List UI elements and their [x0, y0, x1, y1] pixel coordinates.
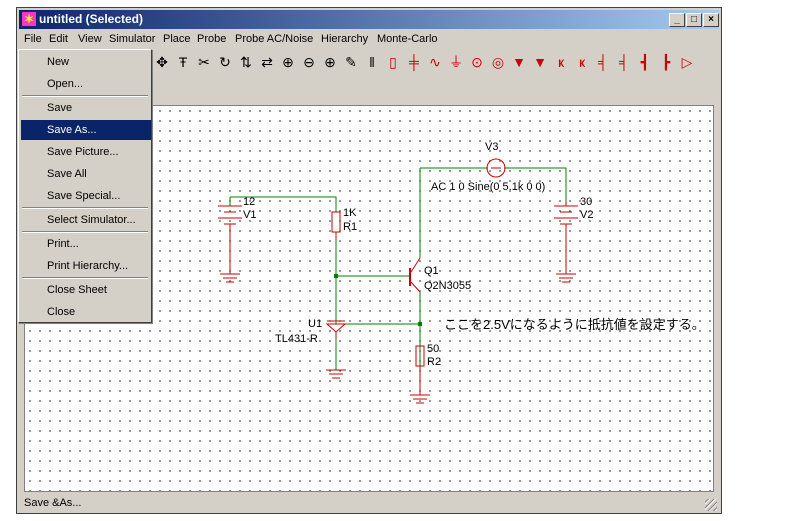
ground-icon[interactable]: ⏚ [449, 54, 463, 70]
menu-item-save-all[interactable]: Save All [47, 168, 87, 180]
wire-icon[interactable]: ✎ [345, 54, 357, 70]
resistor-r1 [331, 211, 341, 233]
menu-item-save-special[interactable]: Save Special... [47, 190, 121, 202]
menu-place[interactable]: Place [163, 33, 191, 45]
menu-item-save-picture[interactable]: Save Picture... [47, 146, 119, 158]
menu-item-open[interactable]: Open... [47, 78, 84, 90]
zoom-in-icon[interactable]: ⊕ [324, 54, 336, 70]
v2-label: V2 [580, 209, 593, 221]
menu-file[interactable]: File [24, 33, 42, 45]
opamp-icon[interactable]: ▷ [681, 54, 693, 70]
probe-icon[interactable]: ◎ [491, 54, 505, 70]
bus-icon[interactable]: ‖ [369, 54, 375, 70]
r1-label: R1 [343, 221, 357, 233]
app-icon: ✶ [22, 12, 36, 26]
zener-icon[interactable]: ▼ [533, 54, 547, 70]
jfet-icon[interactable]: ┫ [640, 54, 650, 70]
menu-probe-ac-noise[interactable]: Probe AC/Noise [235, 33, 314, 45]
ac-source-v3 [486, 158, 506, 178]
source-icon[interactable]: ⊙ [471, 54, 483, 70]
jfetp-icon[interactable]: ┣ [661, 54, 671, 70]
schematic-drawing: 12 V1 30 V2 V3 AC 1 0 Sine(0 5.1k 0 0) 1… [218, 141, 705, 404]
wire [230, 196, 337, 212]
v3-label: V3 [485, 141, 498, 153]
menu-separator [22, 95, 148, 97]
menu-view[interactable]: View [78, 33, 102, 45]
v1-value: 12 [243, 196, 255, 208]
u1-model: TL431-R [275, 333, 318, 345]
u1-label: U1 [308, 318, 322, 330]
nmos-icon[interactable]: ╡ [598, 54, 608, 70]
annotation-note: ここを2.5Vになるように抵抗値を設定する。 [444, 317, 705, 332]
maximize-button[interactable]: □ [686, 13, 702, 27]
menu-edit[interactable]: Edit [49, 33, 68, 45]
window-title: untitled (Selected) [39, 12, 144, 26]
menu-simulator[interactable]: Simulator [109, 33, 156, 45]
status-bar: Save &As... [19, 493, 719, 513]
menu-item-save-as[interactable]: Save As... [21, 120, 151, 140]
mirror-icon[interactable]: ⇄ [261, 54, 273, 70]
menu-item-select-simulator[interactable]: Select Simulator... [47, 214, 136, 226]
menu-item-print-hierarchy[interactable]: Print Hierarchy... [47, 260, 129, 272]
minimize-button[interactable]: _ [669, 13, 685, 27]
diode-icon[interactable]: ▼ [512, 54, 526, 70]
file-menu-dropdown: New Open... Save Save As... Save Picture… [18, 49, 152, 323]
v1-label: V1 [243, 209, 256, 221]
close-button[interactable]: × [703, 13, 719, 27]
r2-label: R2 [427, 356, 441, 368]
text-icon[interactable]: Ŧ [178, 54, 188, 70]
r2-value: 50 [427, 343, 439, 355]
v3-value: AC 1 0 Sine(0 5.1k 0 0) [431, 181, 545, 193]
npn-icon[interactable]: ҝ [557, 54, 565, 70]
menu-separator [22, 277, 148, 279]
q1-model: Q2N3055 [424, 280, 471, 292]
capacitor-icon[interactable]: ╪ [409, 54, 419, 70]
menu-separator [22, 207, 148, 209]
delete-icon[interactable]: ✂ [198, 54, 210, 70]
title-bar[interactable]: ✶ untitled (Selected) _ □ × [19, 10, 719, 29]
inductor-icon[interactable]: ∿ [429, 54, 441, 70]
menu-probe[interactable]: Probe [197, 33, 227, 45]
junction-dot [418, 322, 422, 326]
menu-separator [22, 231, 148, 233]
resize-grip-icon[interactable] [705, 499, 717, 511]
menu-item-print[interactable]: Print... [47, 238, 79, 250]
flip-icon[interactable]: ⇅ [240, 54, 252, 70]
rotate-icon[interactable]: ↻ [219, 54, 231, 70]
status-text: Save &As... [24, 497, 82, 509]
pnp-icon[interactable]: ҝ [578, 54, 586, 70]
zoom-box-icon[interactable]: ⊕ [282, 54, 294, 70]
v2-value: 30 [580, 196, 592, 208]
r1-value: 1K [343, 207, 357, 219]
shunt-regulator-u1 [325, 320, 347, 333]
menu-monte-carlo[interactable]: Monte-Carlo [377, 33, 438, 45]
menu-hierarchy[interactable]: Hierarchy [321, 33, 369, 45]
menu-bar: File Edit View Simulator Place Probe Pro… [19, 30, 719, 48]
junction-dot [334, 274, 338, 278]
menu-item-close[interactable]: Close [47, 306, 76, 318]
zoom-out-icon[interactable]: ⊖ [303, 54, 315, 70]
menu-item-close-sheet[interactable]: Close Sheet [47, 284, 107, 296]
resistor-icon[interactable]: ▯ [389, 54, 397, 70]
menu-item-save[interactable]: Save [47, 102, 73, 114]
q1-label: Q1 [424, 265, 439, 277]
pmos-icon[interactable]: ╡ [619, 54, 629, 70]
menu-item-new[interactable]: New [47, 56, 70, 68]
move-icon[interactable]: ✥ [156, 54, 168, 70]
